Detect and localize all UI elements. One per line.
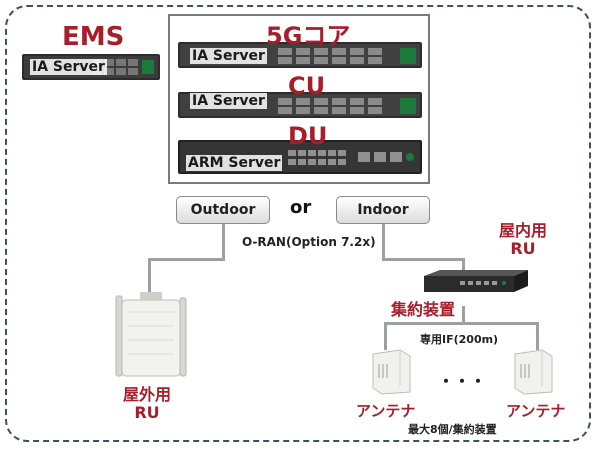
dedicated-if-label: 専用IF(200m): [420, 333, 499, 346]
outdoor-horizontal-line: [148, 258, 225, 261]
ellipsis-dots: ・・・: [438, 372, 487, 391]
ems-server-label: IA Server: [30, 59, 107, 75]
outdoor-ru-label: 屋外用 RU: [112, 386, 182, 422]
indoor-option-box: Indoor: [336, 196, 430, 224]
outdoor-option-box: Outdoor: [176, 196, 270, 224]
antenna-right-label: アンテナ: [506, 402, 566, 420]
max-count-note: 最大8個/集約装置: [408, 423, 497, 436]
du-server-label: ARM Server: [186, 155, 283, 171]
core-cu-du-group: [168, 14, 430, 184]
antenna-left-label: アンテナ: [356, 402, 416, 420]
outdoor-ru-line1: 屋外用: [122, 385, 171, 404]
outdoor-drop-line: [222, 224, 225, 260]
du-title: DU: [288, 122, 328, 150]
antenna-right-image: [514, 349, 553, 395]
cu-title: CU: [288, 72, 326, 100]
indoor-horizontal-line: [382, 258, 464, 261]
ems-title: EMS: [62, 22, 125, 52]
outdoor-ru-line2: RU: [134, 403, 160, 422]
5g-core-title: 5Gコア: [266, 22, 351, 50]
fronthaul-label: O-RAN(Option 7.2x): [242, 235, 376, 249]
antenna-left-image: [372, 349, 411, 395]
indoor-drop-line: [382, 224, 385, 260]
system-frame: [5, 5, 591, 442]
5g-core-server-label: IA Server: [190, 48, 267, 64]
antenna-left-line: [384, 322, 387, 350]
cu-server-label: IA Server: [190, 93, 267, 109]
indoor-ru-label: 屋内用 RU: [488, 222, 558, 258]
aggregator-device-image: [424, 270, 528, 292]
outdoor-ru-image: [115, 292, 187, 377]
aggregator-label: 集約装置: [391, 300, 456, 319]
aggregator-down-line: [462, 306, 465, 324]
antenna-bus-line: [384, 322, 538, 325]
indoor-ru-line2: RU: [510, 239, 536, 258]
or-text: or: [290, 197, 312, 218]
indoor-aggregator-line: [462, 258, 465, 274]
outdoor-ru-line: [148, 258, 151, 298]
indoor-ru-line1: 屋内用: [498, 221, 547, 240]
antenna-right-line: [536, 322, 539, 350]
